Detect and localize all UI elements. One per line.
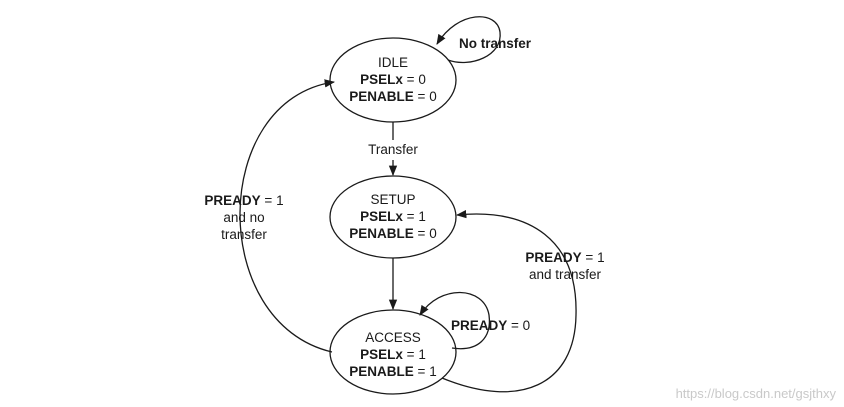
label-access-to-idle-line2: and no — [223, 210, 265, 225]
state-idle-line1: PSELx = 0 — [349, 71, 436, 88]
state-setup-psel-val: = 1 — [402, 209, 426, 224]
label-access-to-idle-line3: transfer — [221, 227, 267, 242]
watermark: https://blog.csdn.net/gsjthxy — [675, 386, 836, 401]
state-access-line2: PENABLE = 1 — [349, 363, 436, 380]
state-idle-penable-val: = 0 — [413, 89, 437, 104]
label-access-to-idle: PREADY = 1 and no transfer — [204, 192, 283, 243]
state-access-label: ACCESS PSELx = 1 PENABLE = 1 — [349, 329, 436, 380]
label-access-self-key: PREADY — [451, 318, 508, 333]
label-no-transfer: No transfer — [459, 36, 532, 51]
state-setup-penable-key: PENABLE — [349, 226, 414, 241]
state-access-psel-val: = 1 — [402, 347, 426, 362]
state-idle-psel-val: = 0 — [402, 72, 426, 87]
state-setup-psel-key: PSELx — [360, 209, 403, 224]
state-setup-label: SETUP PSELx = 1 PENABLE = 0 — [349, 191, 436, 242]
label-access-self-val: = 0 — [507, 318, 531, 333]
label-access-to-setup-key: PREADY — [525, 250, 582, 265]
label-transfer: Transfer — [368, 142, 418, 157]
state-idle-penable-key: PENABLE — [349, 89, 414, 104]
state-setup-line1: PSELx = 1 — [349, 208, 436, 225]
state-access-penable-val: = 1 — [413, 364, 437, 379]
transition-access-to-idle — [239, 79, 336, 353]
state-idle-name: IDLE — [377, 55, 409, 70]
state-access-psel-key: PSELx — [360, 347, 403, 362]
label-access-to-idle-val: = 1 — [260, 193, 284, 208]
state-access-name: ACCESS — [365, 330, 421, 345]
transition-idle-self-loop — [436, 16, 501, 64]
label-access-to-setup-val: = 1 — [581, 250, 605, 265]
state-access-penable-key: PENABLE — [349, 364, 414, 379]
label-access-to-setup: PREADY = 1 and transfer — [525, 249, 604, 283]
transition-access-to-setup — [441, 209, 577, 393]
label-access-to-idle-line1: PREADY = 1 — [204, 192, 283, 209]
state-idle-label: IDLE PSELx = 0 PENABLE = 0 — [349, 54, 436, 105]
transition-access-self-loop — [419, 291, 491, 350]
label-access-to-setup-line1: PREADY = 1 — [525, 249, 604, 266]
state-setup-line2: PENABLE = 0 — [349, 225, 436, 242]
state-idle-line2: PENABLE = 0 — [349, 88, 436, 105]
label-access-to-setup-line2: and transfer — [528, 267, 602, 282]
state-idle-psel-key: PSELx — [360, 72, 403, 87]
state-setup-penable-val: = 0 — [413, 226, 437, 241]
label-access-to-idle-key: PREADY — [204, 193, 261, 208]
state-setup-name: SETUP — [370, 192, 416, 207]
label-access-self: PREADY = 0 — [451, 317, 530, 334]
state-access-line1: PSELx = 1 — [349, 346, 436, 363]
